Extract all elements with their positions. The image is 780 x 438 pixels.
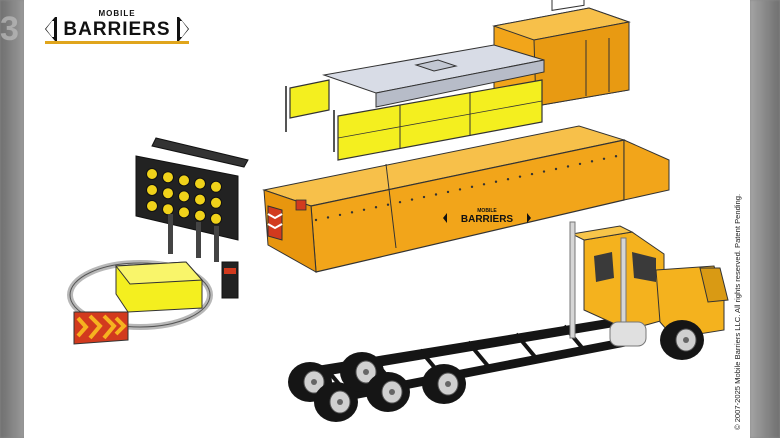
trailer-reflector-dots [314, 155, 618, 222]
logo-top-text: MOBILE [98, 9, 136, 18]
reflector-dot [338, 213, 342, 217]
reflector-dot [542, 170, 546, 173]
crossmember [514, 332, 538, 360]
arrow-board-lamp [194, 209, 206, 222]
reflector-dot [458, 188, 462, 191]
reflector-dot [314, 218, 318, 222]
logo-right-chevron-icon [177, 17, 189, 41]
reflector-dot [374, 206, 378, 209]
arrow-board-lamp [178, 206, 190, 219]
exploded-view-drawing: MOBILE BARRIERS [67, 0, 729, 422]
reflector-dot [446, 190, 450, 194]
mobile-barriers-logo: MOBILE BARRIERS [43, 9, 191, 44]
arrow-board-lamp [194, 193, 206, 206]
trailer-logo: MOBILE BARRIERS [443, 208, 531, 225]
reflector-dot [482, 183, 486, 186]
reflector-dot [422, 195, 426, 199]
arrow-board-lamp [146, 184, 158, 196]
background-left-edge [0, 0, 24, 438]
truck [288, 221, 729, 422]
reflector-dot [434, 193, 438, 196]
product-illustration-slide: MOBILE BARRIERS [24, 0, 750, 438]
logo-main-text: BARRIERS [63, 19, 171, 40]
wheel-center [683, 337, 689, 343]
enclosure-module [285, 0, 631, 161]
reflector-dot [326, 216, 330, 219]
arrow-board-lamp [178, 174, 190, 187]
arrow-board-attenuator [67, 137, 249, 345]
arrow-board-lamp [194, 177, 206, 190]
reflector-dot [410, 198, 414, 201]
reflector-dot [494, 180, 498, 183]
reflector-dot [386, 203, 390, 206]
arrow-board-lamp [210, 196, 222, 209]
crossmember [466, 340, 490, 368]
arrow-board-lamp [162, 171, 174, 184]
copyright-notice: © 2007-2025 Mobile Barriers LLC. All rig… [733, 193, 742, 430]
reflector-dot [602, 157, 606, 160]
arrow-board-lamp [146, 200, 158, 212]
reflector-dot [398, 200, 402, 204]
arrow-board-lamp [162, 203, 174, 216]
wheel-center [445, 381, 451, 387]
reflector-dot [518, 175, 522, 178]
arrow-board-lamp [210, 212, 222, 225]
reflector-dot [350, 211, 354, 214]
trailer-barrier-module [262, 125, 670, 273]
logo-underline [45, 41, 189, 44]
wheel-center [337, 399, 343, 405]
wheel-center [311, 379, 317, 385]
reflector-dot [554, 167, 558, 171]
reflector-dot [470, 185, 474, 189]
trailer-logo-top-text: MOBILE [477, 208, 497, 214]
reflector-dot [530, 172, 534, 176]
background-right-edge [750, 0, 780, 438]
wheel-center [363, 369, 369, 375]
arrow-board-lamp [162, 187, 174, 200]
background-partial-text: 3 [0, 10, 19, 48]
reflector-dot [362, 208, 366, 211]
reflector-dot [614, 155, 618, 158]
truck-wheels [288, 320, 704, 422]
arrow-board-lamp [178, 190, 190, 203]
arrow-board-lamp [210, 180, 222, 193]
arrow-board-lamps [146, 168, 222, 225]
reflector-dot [590, 160, 594, 163]
arrow-board-lamp [146, 168, 158, 180]
reflector-dot [566, 165, 570, 168]
reflector-dot [506, 178, 510, 181]
wheel-center [389, 389, 395, 395]
logo-left-chevron-icon [45, 17, 57, 41]
reflector-dot [578, 162, 582, 166]
trailer-logo-main-text: BARRIERS [461, 214, 514, 225]
